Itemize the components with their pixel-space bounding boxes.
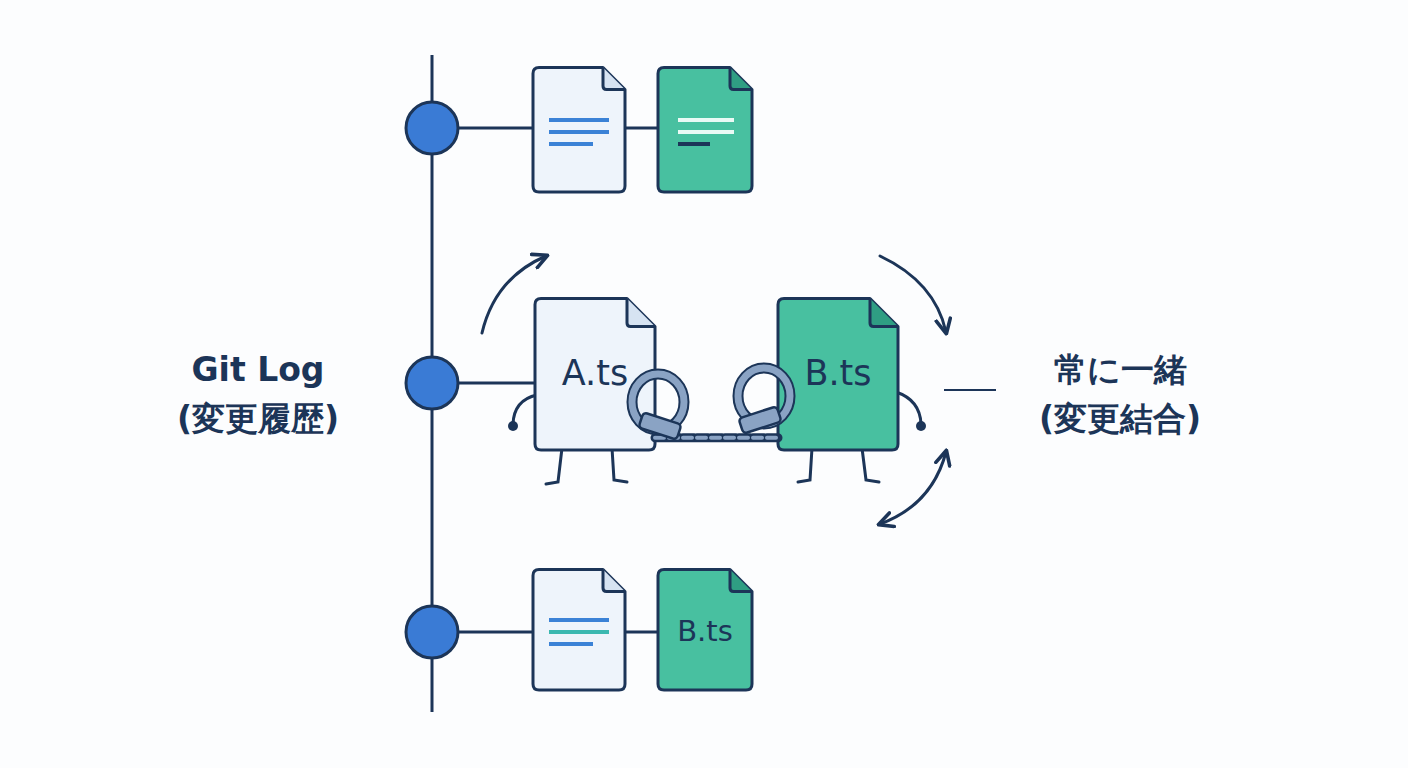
file-icon	[533, 68, 625, 193]
branch-line	[432, 127, 533, 130]
side-label: 常に一緒 (変更結合)	[1000, 345, 1240, 444]
hand-dot	[916, 421, 926, 431]
file-node: B.ts	[778, 297, 898, 450]
branch-line	[432, 631, 533, 634]
leader-dash	[944, 389, 996, 391]
hand-dot	[508, 421, 518, 431]
handcuff-chain	[655, 437, 778, 438]
file-name: B.ts	[677, 616, 733, 648]
motion-arrow	[880, 452, 946, 524]
timeline-line	[431, 55, 434, 712]
file-node: B.ts	[658, 568, 752, 690]
handcuff	[738, 368, 790, 434]
branch-line	[432, 382, 535, 385]
branch-line	[625, 127, 658, 130]
file-icon	[533, 570, 625, 691]
file-node: A.ts	[535, 297, 655, 450]
commit-dot	[406, 606, 458, 658]
side-label: Git Log (変更履歴)	[138, 345, 378, 444]
branch-line	[625, 631, 658, 634]
commit-dot	[406, 102, 458, 154]
commit-dot	[406, 357, 458, 409]
file-content: B.ts	[658, 568, 752, 690]
handcuff	[632, 374, 684, 440]
file-name: A.ts	[562, 354, 628, 393]
file-content: B.ts	[778, 297, 898, 450]
file-icon	[658, 68, 752, 193]
file-content: A.ts	[535, 297, 655, 450]
file-name: B.ts	[804, 354, 871, 393]
